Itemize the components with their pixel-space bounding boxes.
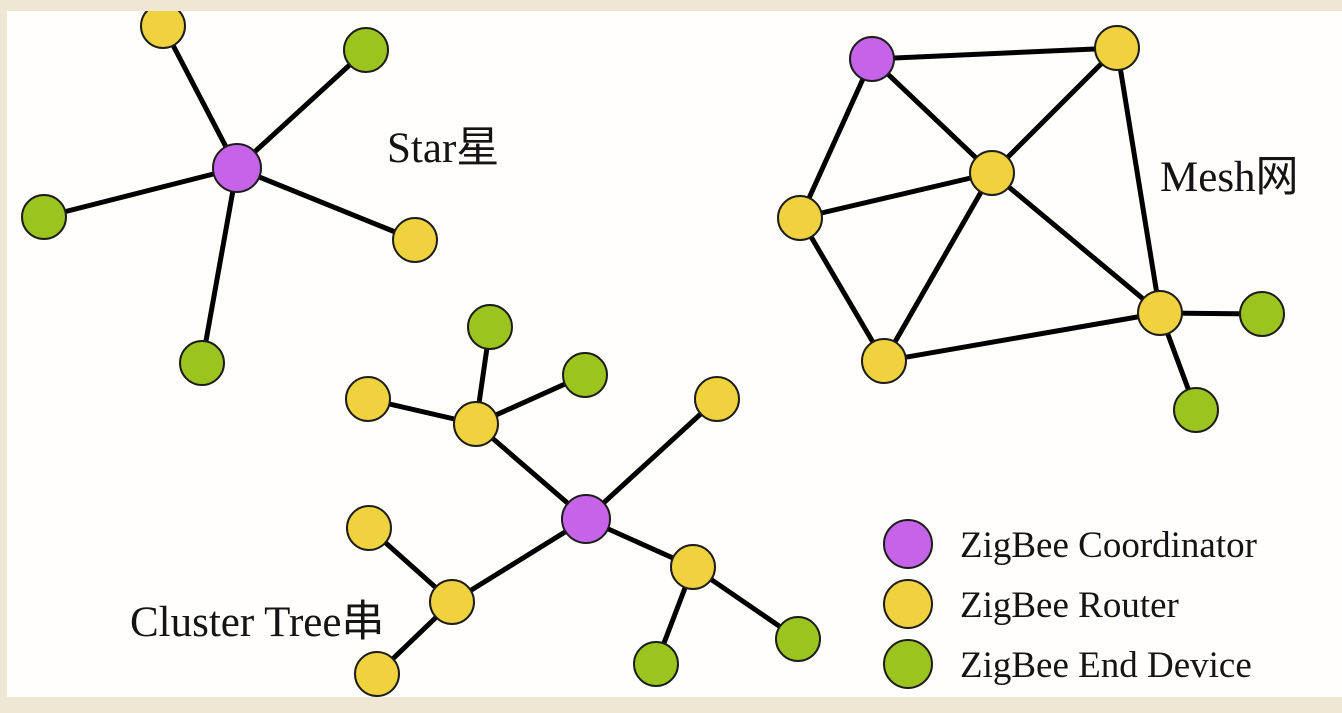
mesh-label: Mesh网 [1160,154,1299,201]
cluster-tree-node-coordinator-c [561,494,611,544]
star-link-c-e1 [234,47,369,171]
mesh-node-router-r2 [969,150,1015,196]
mesh-link-c-r3 [797,56,875,221]
cluster-tree-node-router-h2 [429,579,475,625]
legend-label-end_device: ZigBee End Device [960,645,1252,686]
star-node-end_device-e2 [21,194,67,240]
mesh-link-c-r1 [869,45,1120,62]
mesh-link-r2-r5 [989,170,1163,316]
cluster-tree-node-end_device-e2 [562,352,608,398]
mesh-link-r2-r4 [881,170,995,364]
legend-swatch-coordinator [883,519,933,569]
star-link-c-e3 [199,165,240,366]
star-label: Star星 [387,125,499,172]
cluster-tree-link-c-r2 [583,396,720,522]
star-node-coordinator-c [212,143,262,193]
mesh-node-router-r3 [777,195,823,241]
mesh-node-end_device-e1 [1239,291,1285,337]
mesh-node-coordinator-c [849,36,895,82]
cluster-tree-node-end_device-e4 [775,616,821,662]
legend-label-coordinator: ZigBee Coordinator [960,525,1257,566]
cluster-tree-node-router-r4 [354,651,400,697]
nodes-layer [21,3,1285,697]
frame-left [0,0,7,713]
cluster-tree-node-router-r2 [694,376,740,422]
mesh-node-end_device-e2 [1173,387,1219,433]
legend-swatch-end_device [883,639,933,689]
star-node-end_device-e3 [179,340,225,386]
mesh-link-c-r2 [869,56,995,176]
cluster-tree-node-end_device-e3 [633,641,679,687]
mesh-link-r2-r3 [797,170,995,221]
cluster-tree-label: Cluster Tree串 [130,599,384,646]
star-link-c-r2 [234,165,418,243]
labels-layer: Star星 Mesh网 Cluster Tree串 [130,125,1299,646]
legend-label-router: ZigBee Router [960,585,1179,626]
mesh-node-router-r1 [1094,25,1140,71]
mesh-node-router-r4 [861,338,907,384]
cluster-tree-node-router-h1 [453,401,499,447]
star-link-c-e2 [41,165,240,220]
mesh-link-r4-r5 [881,310,1163,364]
cluster-tree-node-router-h3 [670,544,716,590]
mesh-link-r3-r4 [797,215,887,364]
mesh-link-r1-r5 [1114,45,1163,316]
frame-bottom [0,697,1342,713]
star-node-router-r2 [392,217,438,263]
legend-swatch-router [883,579,933,629]
cluster-tree-node-router-r3 [346,505,392,551]
star-link-c-r1 [160,23,240,171]
cluster-tree-link-c-h2 [449,516,589,605]
cluster-tree-node-end_device-e1 [467,304,513,350]
star-node-end_device-e1 [343,27,389,73]
cluster-tree-node-router-r1 [345,376,391,422]
edges-layer [41,23,1265,677]
mesh-link-r1-r2 [989,45,1120,176]
frame-top [0,0,1342,11]
mesh-node-router-r5 [1137,290,1183,336]
